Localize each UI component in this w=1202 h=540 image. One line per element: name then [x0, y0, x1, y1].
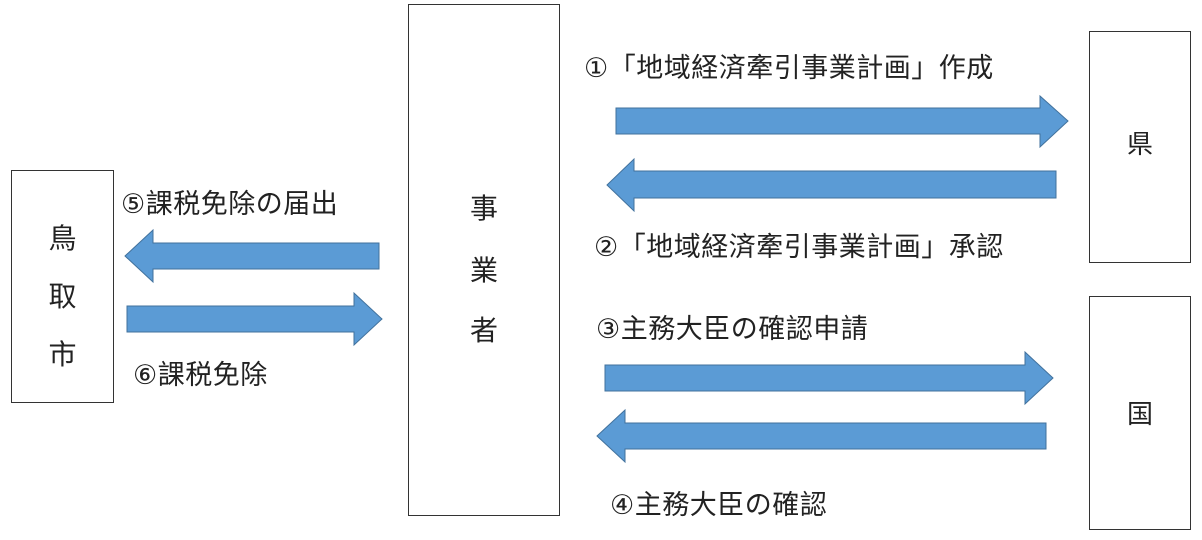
step1-label: ①「地域経済牽引事業計画」作成 — [584, 53, 994, 84]
business-char-1: 事 — [469, 192, 498, 225]
city-char-3: 市 — [48, 338, 77, 371]
step3-label: ③主務大臣の確認申請 — [596, 314, 869, 345]
prefecture-box: 県 — [1089, 31, 1191, 263]
business-char-2: 業 — [469, 254, 498, 287]
arrow-step1-right — [615, 94, 1069, 149]
prefecture-label: 県 — [1126, 130, 1153, 160]
arrow-step3-right — [604, 350, 1054, 406]
business-char-3: 者 — [469, 314, 498, 347]
step6-label: ⑥課税免除 — [133, 360, 268, 391]
step4-label: ④主務大臣の確認 — [610, 490, 828, 521]
arrow-step2-left — [606, 157, 1057, 213]
arrow-step6-right — [126, 291, 383, 347]
nation-label: 国 — [1126, 400, 1153, 430]
city-char-1: 鳥 — [48, 222, 77, 255]
arrow-step5-left — [124, 228, 380, 284]
city-box: 鳥 取 市 — [11, 170, 114, 403]
arrow-step4-left — [596, 408, 1047, 464]
business-box: 事 業 者 — [408, 4, 560, 516]
step2-label: ②「地域経済牽引事業計画」承認 — [594, 232, 1004, 263]
step5-label: ⑤課税免除の届出 — [121, 189, 339, 220]
city-char-2: 取 — [48, 280, 77, 313]
nation-box: 国 — [1089, 296, 1191, 530]
